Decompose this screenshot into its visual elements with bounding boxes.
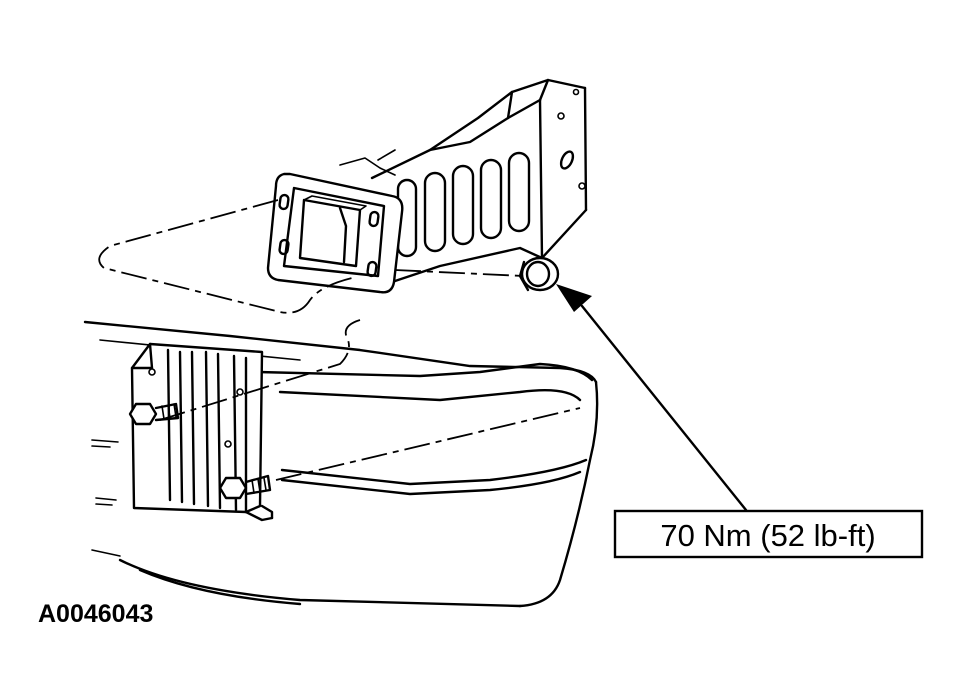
rail-hole — [557, 112, 565, 120]
torque-spec: 70 Nm (52 lb-ft) — [660, 518, 875, 553]
bolt-lower — [218, 474, 272, 500]
alignment-lines — [98, 199, 581, 481]
rail-hole — [572, 88, 580, 96]
torque-callout: 70 Nm (52 lb-ft) — [613, 509, 924, 559]
flange-nut — [518, 256, 560, 292]
bolt-upper — [128, 402, 180, 426]
rail-hole — [559, 150, 575, 170]
torque-callout-box — [613, 509, 924, 559]
bumper-mounting-bracket — [266, 172, 404, 294]
rail-hole — [578, 182, 586, 190]
torque-callout-arrow — [556, 284, 748, 512]
bumper-side-bracket — [130, 342, 274, 522]
frame-rail — [339, 78, 588, 284]
rail-slots — [396, 151, 531, 258]
figure-id: A0046043 — [38, 600, 153, 628]
